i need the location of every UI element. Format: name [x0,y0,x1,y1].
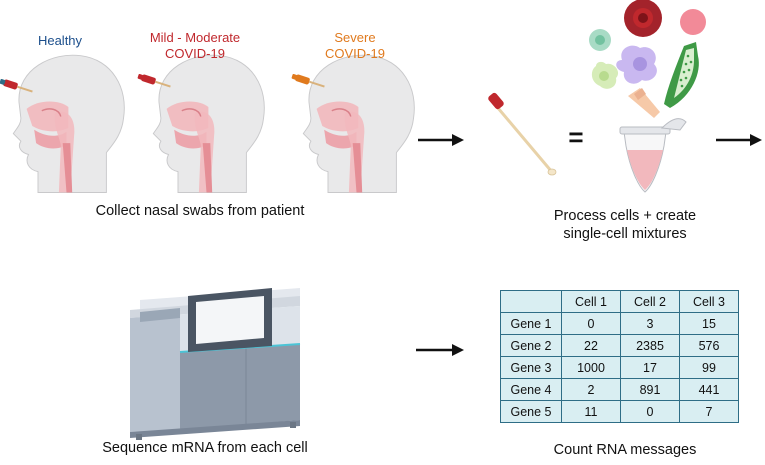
table-cell: 99 [679,356,739,379]
arrow-icon [416,344,464,356]
label-severe: Severe COVID-19 [300,30,410,62]
arrow-icon [716,134,762,146]
caption-count: Count RNA messages [553,442,697,458]
table-row: Gene 4 2 891 441 [500,378,739,401]
patient-head-mild-icon [152,54,266,194]
caption-sequence: Sequence mRNA from each cell [102,440,308,456]
column-header-cell-1: Cell 1 [561,290,621,313]
nasal-swab-healthy-icon [0,78,33,93]
caption-collect: Collect nasal swabs from patient [95,203,305,219]
cell-cluster-icon [589,0,706,118]
label-severe-line2: COVID-19 [325,46,385,61]
table-cell: 891 [620,378,680,401]
row-header: Gene 1 [500,312,562,335]
count-table: Cell 1 Cell 2 Cell 3 Gene 1 0 3 15 Gene … [500,290,739,423]
table-cell: 2385 [620,334,680,357]
nasal-swab-icon [488,92,557,176]
row-header: Gene 4 [500,378,562,401]
label-mild-moderate: Mild - Moderate COVID-19 [130,30,260,62]
row-header: Gene 2 [500,334,562,357]
label-severe-line1: Severe [334,30,376,45]
arrow-icon [418,134,464,146]
microtube-icon [619,118,687,193]
row-header: Gene 3 [500,356,562,379]
label-mild-line2: COVID-19 [165,46,225,61]
table-cell: 15 [679,312,739,335]
table-cell: 2 [561,378,621,401]
table-row: Gene 2 22 2385 576 [500,334,739,357]
table-cell: 0 [620,400,680,423]
table-row: Gene 3 1000 17 99 [500,356,739,379]
table-cell: 576 [679,334,739,357]
table-row: Gene 1 0 3 15 [500,312,739,335]
row-header: Gene 5 [500,400,562,423]
nasal-swab-severe-icon [291,73,325,88]
caption-process-line1: Process cells + create [553,208,697,224]
table-cell: 1000 [561,356,621,379]
label-mild-line1: Mild - Moderate [149,30,241,45]
column-header-cell-3: Cell 3 [679,290,739,313]
label-healthy: Healthy [37,33,83,48]
table-cell: 22 [561,334,621,357]
table-cell: 11 [561,400,621,423]
patient-head-healthy-icon [12,54,126,194]
table-cell: 7 [679,400,739,423]
sequencer-icon [130,288,301,440]
equals-sign: = [568,122,584,152]
table-cell: 3 [620,312,680,335]
caption-process: Process cells + create single-cell mixtu… [520,207,730,243]
table-header-row: Cell 1 Cell 2 Cell 3 [500,290,739,313]
column-header-cell-2: Cell 2 [620,290,680,313]
table-row: Gene 5 11 0 7 [500,400,739,423]
table-cell: 17 [620,356,680,379]
caption-process-line2: single-cell mixtures [563,226,687,242]
patient-head-severe-icon [302,54,416,194]
table-cell: 441 [679,378,739,401]
table-corner-cell [500,290,562,313]
nasal-swab-mild-icon [137,73,171,88]
table-cell: 0 [561,312,621,335]
